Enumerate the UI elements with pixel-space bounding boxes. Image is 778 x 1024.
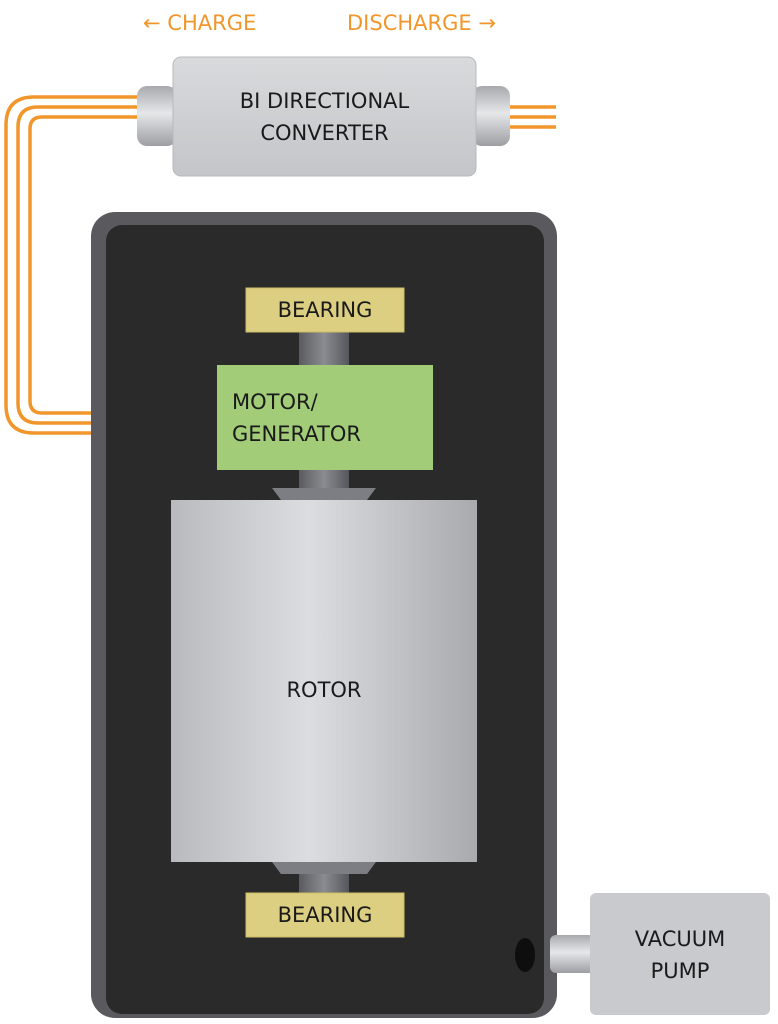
bearing-top-shape [245,287,405,333]
bearing-top-label: BEARING [277,298,373,322]
vacuum-pipe [550,935,595,973]
discharge-label: DISCHARGE [347,11,472,35]
motor-generator-label: MOTOR/ GENERATOR [232,389,361,446]
vacuum-pump-label: VACUUM PUMP [634,927,726,983]
charge-wires [4,95,142,435]
discharge-label-group: DISCHARGE → [347,10,496,36]
arrow-right-icon: → [478,11,496,35]
converter-left-connector [137,86,177,146]
arrow-left-icon: ← [143,11,161,35]
converter-box [172,56,477,177]
converter-right-connector [472,86,510,146]
charge-label-group: ← CHARGE [143,10,256,36]
shaft-collar-bottom [272,862,376,874]
charge-label: CHARGE [167,11,257,35]
vacuum-pump-box [590,893,770,1015]
vacuum-port-icon [515,938,535,972]
converter-label: BI DIRECTIONAL CONVERTER [239,88,410,145]
rotor-shape [171,500,477,862]
bearing-bottom-shape [245,892,405,938]
discharge-wires [506,105,556,129]
shaft-collar-top [272,488,376,500]
bearing-bottom-label: BEARING [277,903,373,927]
motor-generator-shape [217,365,433,470]
rotor-label: ROTOR [286,678,362,702]
